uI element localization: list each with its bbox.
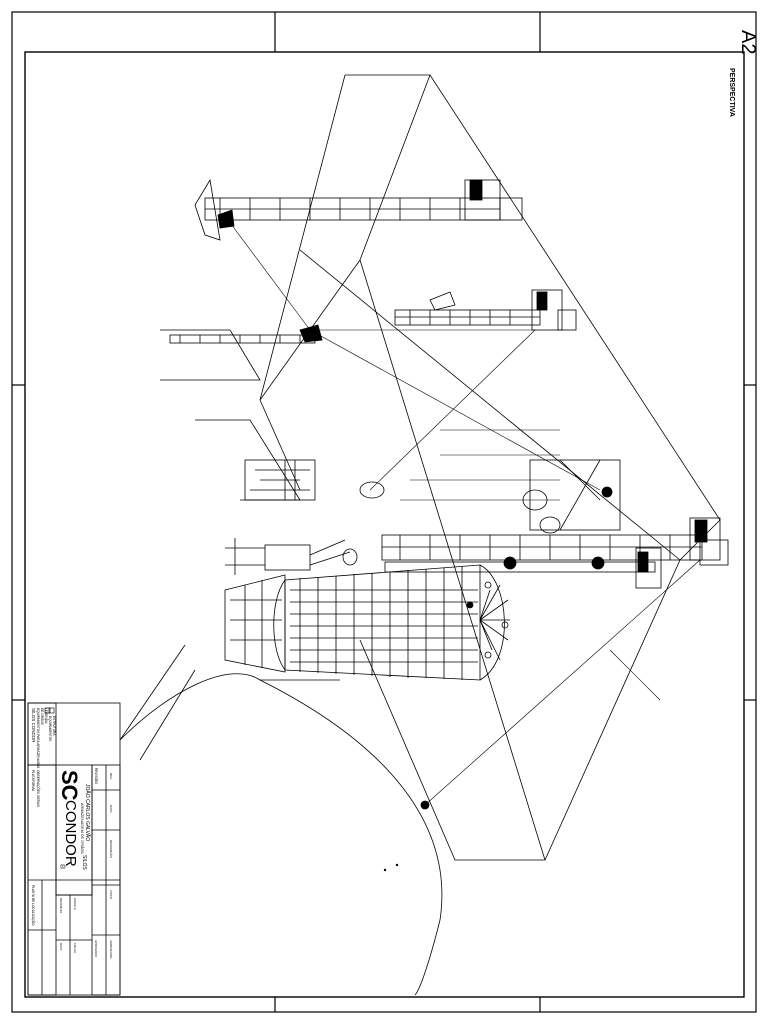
revision-col-rev: REV. bbox=[109, 773, 113, 780]
notes-line-6: PLATAFORMA bbox=[31, 770, 35, 792]
field-verificado: VERIFICADO bbox=[109, 940, 113, 959]
dryer-structure bbox=[244, 459, 621, 534]
elevator-conveyor-lower bbox=[381, 517, 729, 589]
notes-line-3: LEGENDA: bbox=[44, 708, 48, 724]
notes-line-5: ESTRUTURA bbox=[52, 716, 56, 736]
field-desenho: DESENHO bbox=[59, 898, 63, 914]
brand-monogram: SC bbox=[57, 770, 82, 801]
field-aprovado: APROVADO bbox=[94, 940, 98, 957]
revision-col-visto: VISTO bbox=[109, 890, 113, 900]
client-name: JOÃO CARLOS GALVÃO bbox=[84, 784, 91, 841]
building-outline bbox=[160, 74, 721, 861]
elevator-conveyor-top bbox=[194, 178, 523, 241]
elevator-conveyor-middle bbox=[394, 289, 577, 331]
brand-subtitle: ARMAZENAGEM DE GRÃOS bbox=[80, 803, 85, 854]
perspective-drawing bbox=[119, 74, 729, 996]
revisions-header: REVISÕES bbox=[94, 768, 99, 784]
brand-registered: ® bbox=[58, 864, 66, 870]
sheet-size-code: A2 bbox=[737, 30, 759, 54]
notes-line-1: EQUIPAMENTOS PARA ARMAZENAGEM bbox=[36, 708, 40, 769]
legend-swatch-1 bbox=[44, 707, 51, 714]
revision-col-date: DATA bbox=[109, 805, 113, 813]
field-escala: ESCALA bbox=[73, 898, 77, 910]
brand-name: CONDOR bbox=[62, 800, 79, 867]
notes-line-7: OBSERVAÇÕES GERAIS bbox=[36, 770, 41, 807]
ground-equipment-marker bbox=[420, 800, 430, 810]
title-block bbox=[27, 702, 121, 996]
cable-lines bbox=[227, 219, 701, 806]
view-label: PERSPECTIVA bbox=[728, 68, 735, 117]
legend-swatch-2 bbox=[48, 707, 55, 714]
revision-col-desc: DESCRIÇÃO bbox=[109, 840, 114, 859]
notes-line-2: DE GRÃOS bbox=[40, 708, 45, 725]
sheet-frame bbox=[11, 11, 757, 1013]
footer-text: PLANTA DE LOCALIZAÇÃO bbox=[31, 885, 36, 926]
storage-silo bbox=[224, 538, 510, 681]
field-folha: FOLHA bbox=[73, 943, 77, 953]
side-conveyor bbox=[169, 209, 323, 344]
title-block-text: SILOS CONDOR EQUIPAMENTOS PARA ARMAZENAG… bbox=[31, 707, 114, 959]
notes-line-4: EQUIPAMENTOS bbox=[48, 716, 52, 741]
ground-road bbox=[119, 644, 443, 996]
field-data: DATA bbox=[59, 943, 63, 951]
notes-header: SILOS CONDOR bbox=[31, 708, 36, 743]
brand-tagline: SILOS bbox=[81, 855, 87, 870]
